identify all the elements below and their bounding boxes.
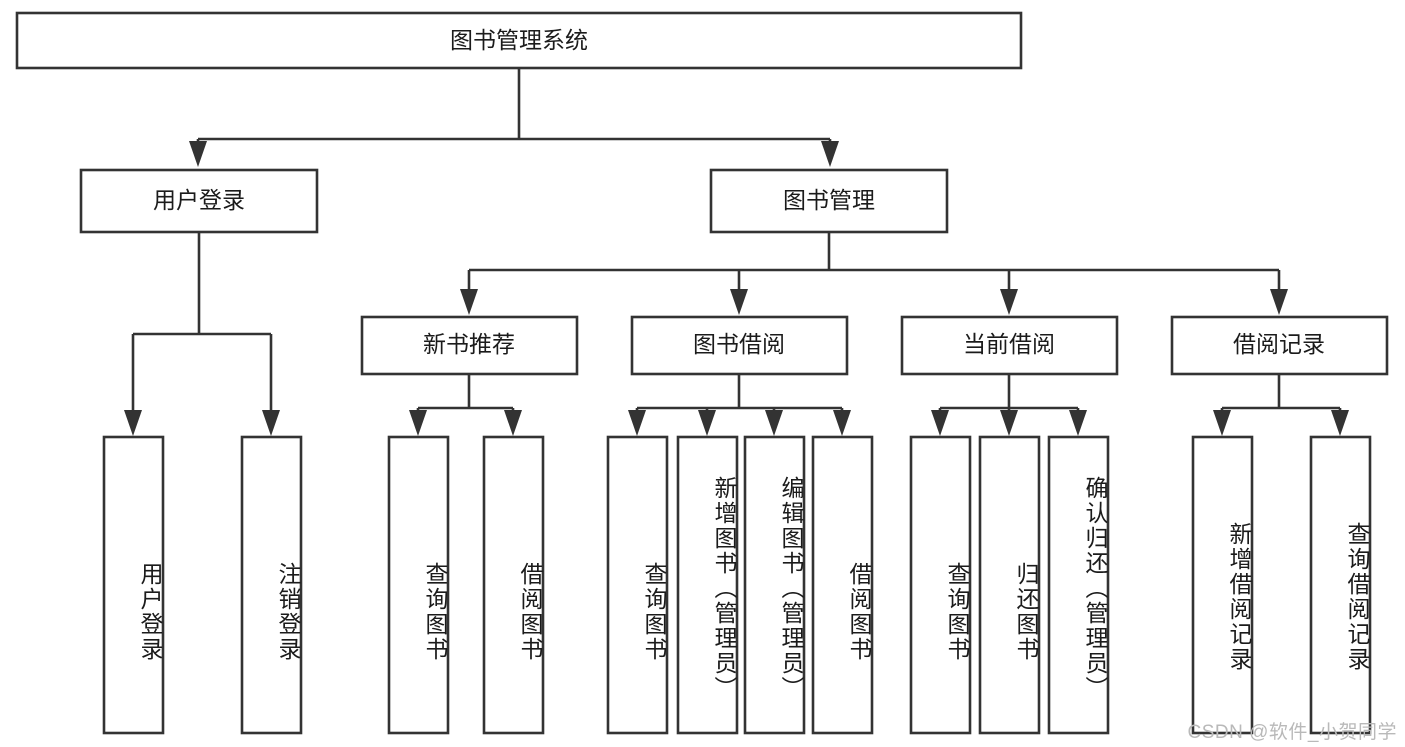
leaf-box-br-query-record[interactable]	[1309, 435, 1372, 735]
arrow-to-leaf-bb-borrow-book	[833, 410, 851, 436]
arrow-to-leaf-br-add-record	[1213, 410, 1231, 436]
arrow-to-leaf-bb-query-book	[628, 410, 646, 436]
leaf-box-cb-query-book[interactable]	[909, 435, 972, 735]
node-current-borrow-box[interactable]	[900, 315, 1119, 376]
node-user-login-label: 用户登录	[153, 187, 245, 213]
leaf-box-logout[interactable]	[240, 435, 303, 735]
leaf-box-br-add-record[interactable]	[1191, 435, 1254, 735]
arrow-to-borrow-record	[1270, 289, 1288, 315]
node-root-box[interactable]	[15, 11, 1023, 70]
leaf-box-bb-edit-book[interactable]	[743, 435, 806, 735]
arrow-to-leaf-br-query-record	[1331, 410, 1349, 436]
watermark-text: CSDN @软件_小贺同学	[1187, 722, 1397, 743]
node-new-book-recommend-label: 新书推荐	[423, 331, 515, 357]
leaf-box-user-login[interactable]	[102, 435, 165, 735]
leaf-box-bb-query-book[interactable]	[606, 435, 669, 735]
arrow-to-leaf-cb-query-book	[931, 410, 949, 436]
arrow-to-leaf-cb-confirm-return	[1069, 410, 1087, 436]
leaf-box-nbr-borrow-book[interactable]	[482, 435, 545, 735]
arrow-to-leaf-cb-return-book	[1000, 410, 1018, 436]
arrow-to-leaf-nbr-borrow-book	[504, 410, 522, 436]
arrow-to-leaf-nbr-query-book	[409, 410, 427, 436]
leaf-box-bb-add-book[interactable]	[676, 435, 739, 735]
node-book-management-label: 图书管理	[783, 187, 875, 213]
arrow-to-leaf-user-login	[124, 410, 142, 436]
node-book-management-box[interactable]	[709, 168, 949, 234]
node-current-borrow-label: 当前借阅	[963, 331, 1055, 357]
node-book-borrow-label: 图书借阅	[693, 331, 785, 357]
arrow-to-book-borrow	[730, 289, 748, 315]
leaf-box-nbr-query-book[interactable]	[387, 435, 450, 735]
arrow-to-leaf-bb-add-book	[698, 410, 716, 436]
leaf-box-bb-borrow-book[interactable]	[811, 435, 874, 735]
arrow-to-book-management	[821, 141, 839, 167]
arrow-to-leaf-bb-edit-book	[765, 410, 783, 436]
node-borrow-record-box[interactable]	[1170, 315, 1389, 376]
arrow-to-current-borrow	[1000, 289, 1018, 315]
node-new-book-recommend-box[interactable]	[360, 315, 579, 376]
node-borrow-record-label: 借阅记录	[1233, 331, 1325, 357]
node-root-label: 图书管理系统	[450, 27, 588, 53]
arrow-to-user-login	[189, 141, 207, 167]
node-book-borrow-box[interactable]	[630, 315, 849, 376]
leaf-box-cb-confirm-return[interactable]	[1047, 435, 1110, 735]
arrow-to-leaf-logout	[262, 410, 280, 436]
leaf-box-cb-return-book[interactable]	[978, 435, 1041, 735]
arrow-to-new-book-recommend	[460, 289, 478, 315]
